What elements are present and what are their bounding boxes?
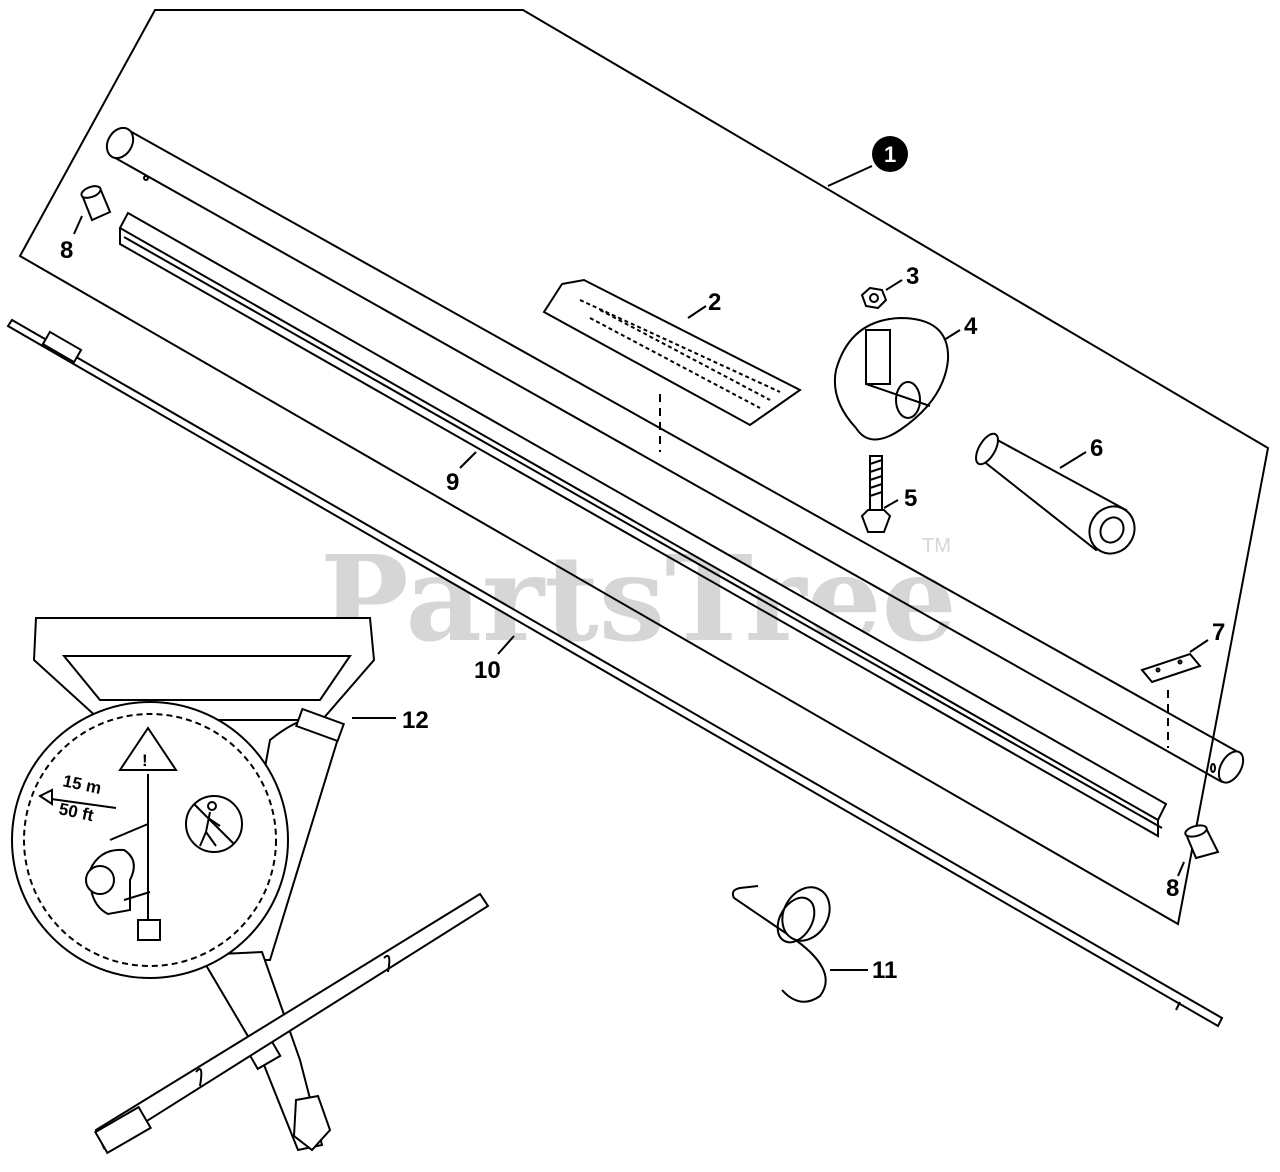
- assembly-callout-badge: [872, 136, 908, 172]
- callout-11: 11: [872, 957, 897, 984]
- leader-lines: [73, 165, 1209, 971]
- grip-sleeve-part-6: [975, 432, 1136, 555]
- plate-part-7: [1140, 652, 1202, 748]
- harness-warning-sign: ! 15 m 50 ft: [11, 701, 289, 979]
- bushing-part-8-left: [80, 185, 112, 222]
- callout-3: 3: [906, 263, 919, 290]
- bushing-part-8-right: [1184, 824, 1220, 860]
- drive-shaft-part-10: [6, 318, 1224, 1028]
- callout-8-right: 8: [1166, 875, 1179, 902]
- hook-part-11: [731, 885, 831, 1003]
- decal-label-part-2: [542, 278, 802, 452]
- callout-9: 9: [446, 469, 459, 496]
- operator-icon: [85, 823, 161, 941]
- assembly-boundary: [18, 9, 1270, 926]
- watermark-trademark: TM: [922, 535, 951, 557]
- callout-5: 5: [904, 485, 917, 512]
- warning-triangle-icon: [118, 726, 178, 771]
- callout-8-left: 8: [60, 237, 73, 264]
- callout-12: 12: [402, 707, 429, 734]
- callout-10: 10: [474, 657, 501, 684]
- callout-7: 7: [1212, 619, 1225, 646]
- warning-exclamation: !: [142, 751, 148, 770]
- main-shaft-tube: [105, 126, 1245, 784]
- drive-liner-part-9: [118, 211, 1168, 838]
- nut-part-3: [860, 286, 888, 310]
- callouts: 1 2 3 4 5 6 7 8 8 9 10 11 12: [60, 136, 1225, 984]
- assembly-callout-1: 1: [884, 142, 896, 167]
- harness-part-12: [32, 617, 490, 1155]
- callout-4: 4: [964, 313, 978, 340]
- callout-6: 6: [1090, 435, 1103, 462]
- bolt-part-5: [860, 455, 892, 533]
- callout-2: 2: [708, 289, 721, 316]
- bracket-part-4: [833, 316, 950, 441]
- no-bystanders-icon: [185, 795, 243, 853]
